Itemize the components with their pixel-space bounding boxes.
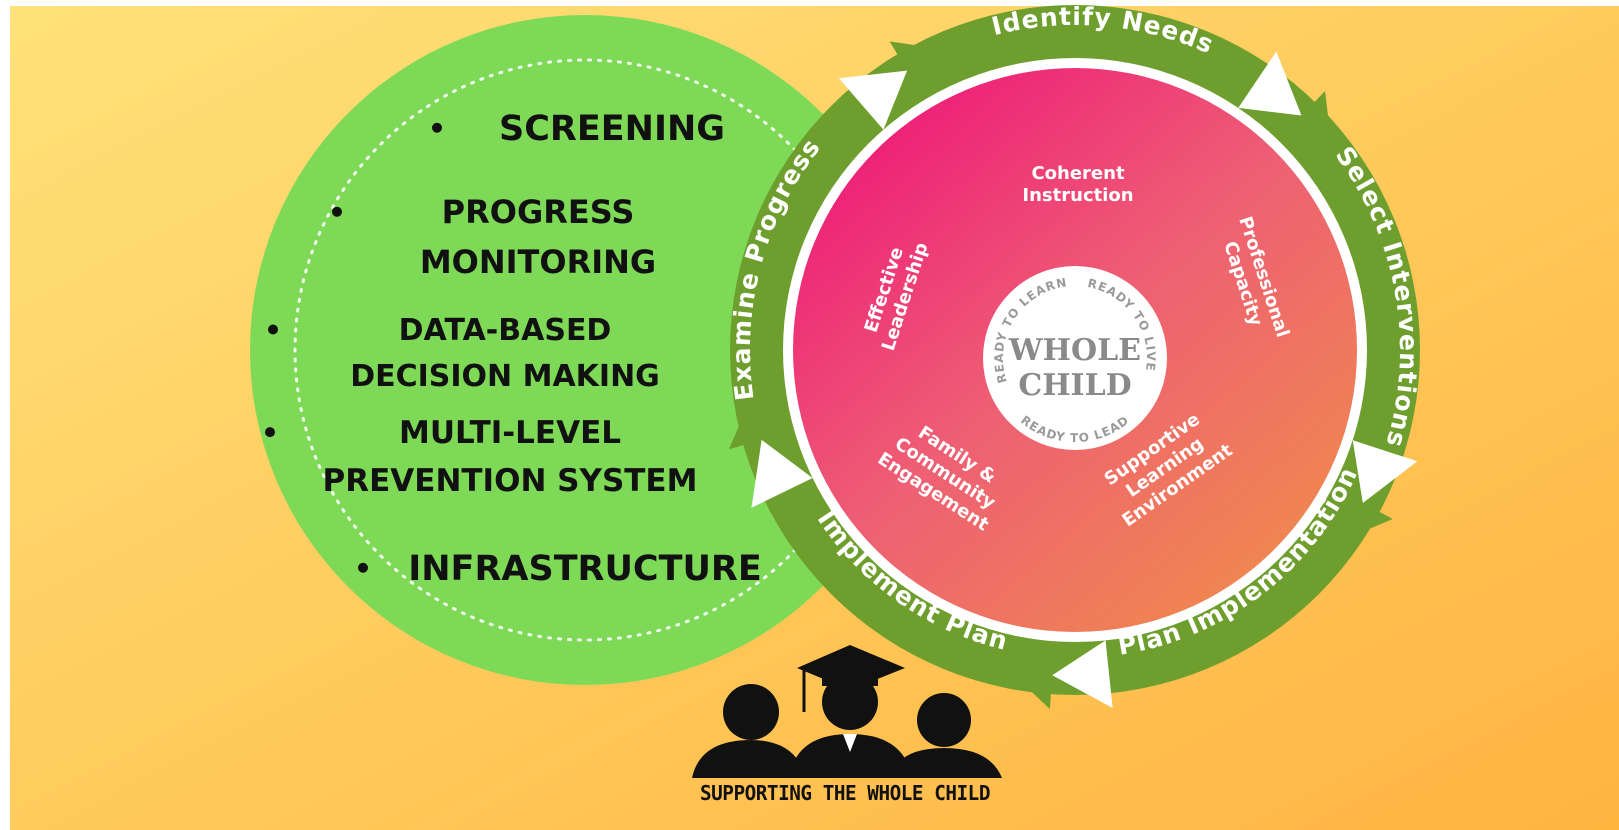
students-graduation-icon: [692, 645, 1002, 778]
bullet-dot: [432, 122, 442, 133]
logo-caption: SUPPORTING THE WHOLE CHILD: [700, 781, 990, 805]
bullet-text: DECISION MAKING: [350, 359, 660, 394]
center-title-line2: CHILD: [1018, 368, 1131, 403]
cycle-arrows: [728, 41, 1418, 710]
component-label-line: Instruction: [1022, 185, 1133, 206]
cycle-arrow: [1238, 51, 1302, 116]
bullet-dot: [268, 324, 278, 335]
bullet-dot: [265, 427, 275, 438]
cycle-arrow-tail: [1277, 91, 1332, 150]
green-circle: [250, 15, 920, 685]
cycle-arrow: [1352, 440, 1418, 504]
cycle-arrow-tail: [728, 395, 795, 450]
bullet-text: MULTI-LEVEL: [399, 415, 621, 451]
bullet-text: PREVENTION SYSTEM: [323, 463, 698, 499]
bullet-dot: [332, 206, 342, 217]
cycle-arrow: [1052, 640, 1113, 709]
bullet-text: SCREENING: [499, 109, 725, 149]
bullet-text: PROGRESS: [442, 193, 635, 231]
bullet-text: DATA-BASED: [399, 313, 612, 348]
center-badge: READY TO LEARN READY TO LIVE READY TO LE…: [983, 266, 1167, 450]
bullet-text: INFRASTRUCTURE: [408, 549, 762, 589]
cycle-arrow: [838, 70, 908, 130]
cycle-arrow-tail: [889, 41, 948, 100]
bullet-text: MONITORING: [420, 243, 656, 281]
cycle-arrow-tail: [1332, 487, 1393, 542]
cycle-arrow: [751, 439, 813, 508]
bullet-dot: [358, 562, 368, 573]
center-circle: [983, 266, 1167, 450]
center-title-line1: WHOLE: [1008, 333, 1141, 368]
cycle-arrow-tail: [1007, 641, 1055, 710]
component-label-line: Coherent: [1031, 163, 1124, 184]
bullet-list: SCREENING PROGRESS MONITORING DATA-BASED DEC…: [265, 109, 762, 589]
